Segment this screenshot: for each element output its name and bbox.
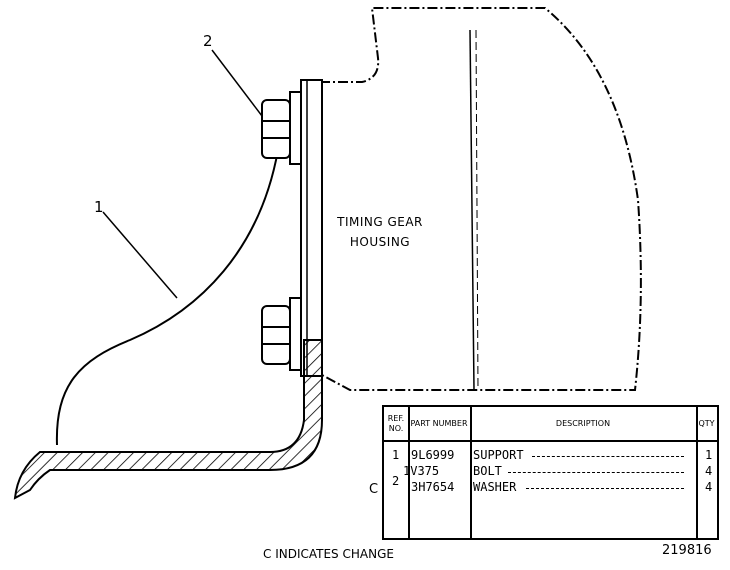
- row-2-ref: 2: [392, 474, 400, 488]
- row-1-qty: 1: [705, 448, 713, 462]
- header-qty: QTY: [696, 407, 717, 442]
- row-1-leader: [532, 456, 684, 457]
- change-note: C INDICATES CHANGE: [263, 547, 394, 561]
- header-ref-no: REF. NO.: [384, 407, 408, 442]
- housing-label-line2: HOUSING: [349, 235, 411, 249]
- row-1-description: SUPPORT: [473, 448, 524, 462]
- row-2-part: 1V375: [403, 464, 440, 478]
- row-3-part: 3H7654: [411, 480, 455, 494]
- figure-number: 219816: [662, 543, 712, 558]
- column-divider: [470, 407, 472, 538]
- row-3-description: WASHER: [473, 480, 517, 494]
- support-base-section: [13, 339, 323, 500]
- change-marker: C: [369, 482, 379, 497]
- row-2-description: BOLT: [473, 464, 502, 478]
- column-divider: [696, 407, 698, 538]
- lower-bolt: [261, 297, 302, 371]
- housing-label-line1: TIMING GEAR: [337, 215, 423, 229]
- row-2-qty: 4: [705, 464, 713, 478]
- housing-flange: [300, 79, 323, 377]
- header-part-number: PART NUMBER: [408, 407, 470, 442]
- row-1-part: 9L6999: [411, 448, 455, 462]
- row-1-ref: 1: [392, 448, 400, 462]
- row-3-qty: 4: [705, 480, 713, 494]
- callout-1: 1: [94, 198, 104, 216]
- row-3-leader: [526, 488, 684, 489]
- housing-label: TIMING GEAR HOUSING: [320, 212, 440, 252]
- callout-2: 2: [203, 32, 213, 50]
- timing-gear-housing: [320, 7, 642, 391]
- support-bracket: [55, 149, 279, 446]
- column-divider: [408, 407, 410, 538]
- header-description: DESCRIPTION: [470, 407, 696, 442]
- parts-table: REF. NO. PART NUMBER DESCRIPTION QTY 1 9…: [382, 405, 719, 540]
- upper-bolt: [261, 91, 302, 165]
- row-2-leader: [508, 472, 684, 473]
- leader-lines: [102, 49, 263, 299]
